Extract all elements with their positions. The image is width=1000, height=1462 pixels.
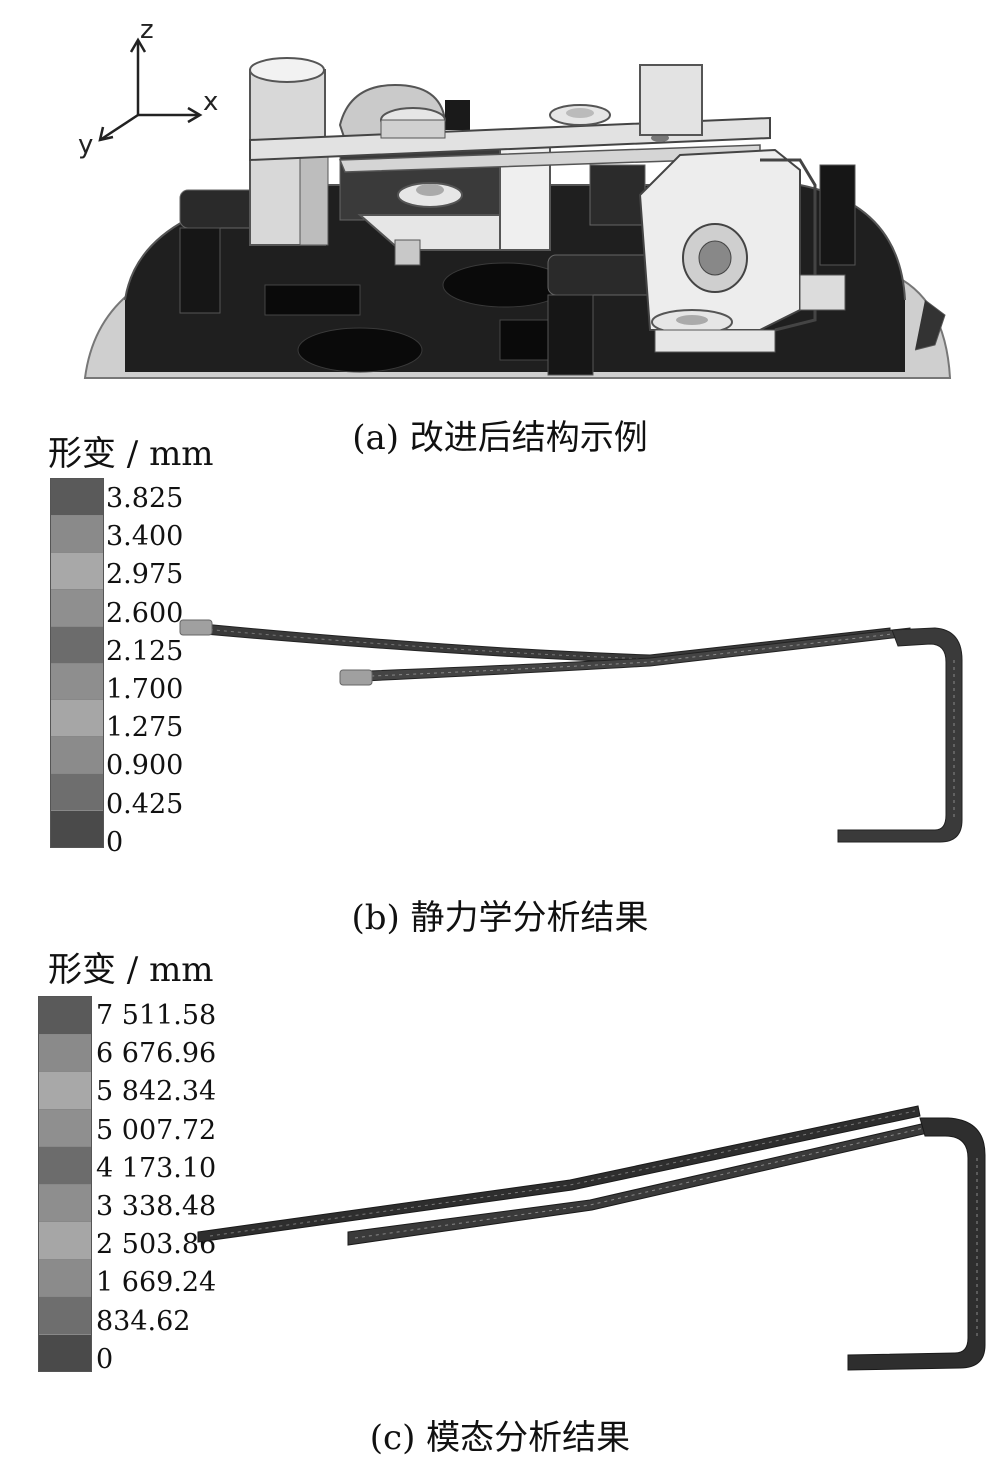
axis-label-x: x: [203, 87, 218, 117]
screw: [549, 104, 611, 126]
hole: [297, 327, 423, 373]
legend-swatch: [51, 737, 103, 775]
legend-tick-label: 0.425: [106, 788, 184, 820]
modal-deformation-model: [197, 1105, 986, 1371]
legend-tick-label: 1.700: [106, 674, 184, 705]
legend-swatch: [39, 1072, 91, 1110]
slot: [264, 284, 361, 316]
legend-tick-label: 0: [96, 1343, 114, 1375]
legend-tick-label: 3.400: [106, 521, 184, 553]
clamp-block: [547, 294, 594, 376]
legend-tick-label: 2.975: [106, 559, 184, 591]
legend-swatch: [51, 811, 103, 848]
legend-swatch: [39, 1334, 91, 1371]
legend-swatch: [51, 515, 103, 553]
caption-c: (c) 模态分析结果: [369, 1418, 631, 1458]
upper-beam: [197, 1105, 921, 1243]
legend-swatch: [39, 1109, 91, 1147]
legend-tick-label: 2.600: [106, 597, 184, 629]
legend-tick-label: 6 676.96: [96, 1038, 217, 1070]
legend-tick-label: 0: [106, 826, 124, 858]
static-deformation-model: [179, 619, 963, 843]
clamp-block: [819, 164, 856, 266]
legend-swatch: [51, 589, 103, 627]
structure-illustration: z x y: [78, 15, 952, 379]
caption-a: (a) 改进后结构示例: [352, 418, 648, 458]
legend-tick-label: 1.275: [106, 712, 184, 744]
legend-tick-label: 3.825: [106, 483, 184, 514]
legend-tick-label: 5 842.34: [96, 1076, 217, 1108]
legend-swatch: [51, 552, 103, 590]
legend-swatch: [39, 1222, 91, 1260]
legend-swatch: [51, 479, 103, 516]
lower-beam: [347, 1121, 933, 1246]
hook-bracket: [847, 1117, 986, 1371]
legend-swatch: [51, 700, 103, 738]
legend-colorbar-c: [38, 996, 92, 1372]
legend-tick-label: 2.125: [106, 635, 184, 667]
axis-triad: [98, 37, 203, 142]
legend-swatch: [51, 626, 103, 664]
axis-label-z: z: [140, 15, 154, 45]
upright-tab: [639, 64, 703, 136]
screw: [380, 107, 446, 139]
legend-swatch: [39, 997, 91, 1035]
legend-swatch: [51, 663, 103, 701]
caption-b: (b) 静力学分析结果: [351, 898, 649, 938]
legend-swatch: [39, 1184, 91, 1222]
legend-tick-label: 834.62: [96, 1305, 191, 1337]
legend-tick-label: 5 007.72: [96, 1114, 217, 1146]
beam-end-tip: [179, 619, 213, 636]
legend-tick-label: 2 503.86: [96, 1229, 217, 1261]
legend-colorbar-b: [50, 478, 104, 848]
legend-tick-label: 7 511.58: [96, 1000, 217, 1031]
legend-tick-label: 0.900: [106, 750, 184, 782]
legend-title-b: 形变 / mm: [48, 434, 214, 474]
legend-tick-label: 1 669.24: [96, 1267, 217, 1299]
legend-swatch: [39, 1034, 91, 1072]
legend-swatch: [39, 1259, 91, 1297]
beam-end-tip: [339, 669, 373, 686]
axis-label-y: y: [78, 130, 93, 160]
legend-tick-label: 4 173.10: [96, 1152, 217, 1184]
legend-tick-label: 3 338.48: [96, 1191, 217, 1222]
legend-swatch: [39, 1147, 91, 1185]
legend-swatch: [39, 1297, 91, 1335]
legend-title-c: 形变 / mm: [48, 950, 214, 990]
hook-bracket: [837, 627, 963, 843]
legend-swatch: [51, 774, 103, 812]
screw: [394, 182, 463, 266]
clamp-block: [179, 227, 221, 314]
